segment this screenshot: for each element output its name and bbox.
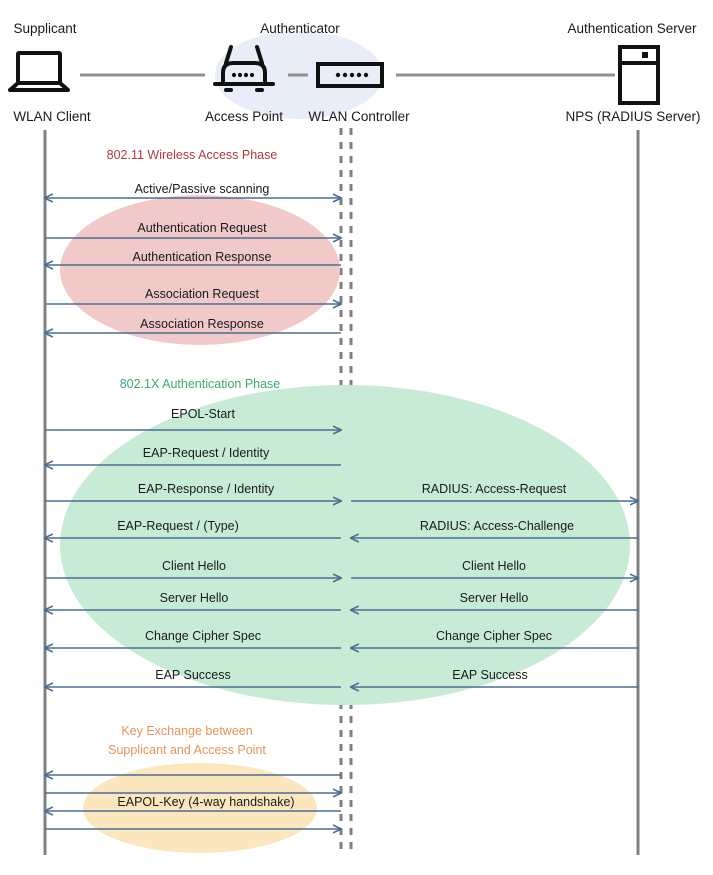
phase-label-wireless-access: 802.11 Wireless Access Phase — [107, 148, 278, 162]
message-label-authentication-response: Authentication Response — [133, 250, 272, 264]
actor-role-authenticator: Authenticator — [260, 21, 340, 36]
message-label-client-hello-right: Client Hello — [462, 559, 526, 573]
message-label-eapol-start: EPOL-Start — [171, 407, 235, 421]
server-icon — [618, 45, 660, 105]
message-label-authentication-request: Authentication Request — [137, 221, 267, 235]
message-label-client-hello-left: Client Hello — [162, 559, 226, 573]
laptop-icon — [8, 51, 70, 92]
actor-name-wlan-controller: WLAN Controller — [308, 109, 410, 124]
message-label-eap-success-left: EAP Success — [155, 668, 231, 682]
message-label-radius-access-request: RADIUS: Access-Request — [422, 482, 567, 496]
actor-role-supplicant: Supplicant — [13, 21, 76, 36]
phase-ellipse-wireless-access — [60, 195, 340, 345]
message-label-radius-access-challenge: RADIUS: Access-Challenge — [420, 519, 574, 533]
actor-role-authentication-server: Authentication Server — [567, 21, 697, 36]
message-label-eapol-key-4way-handshake: EAPOL-Key (4-way handshake) — [117, 795, 294, 809]
message-label-change-cipher-spec-right: Change Cipher Spec — [436, 629, 552, 643]
message-label-eap-success-right: EAP Success — [452, 668, 528, 682]
message-label-association-request: Association Request — [145, 287, 259, 301]
message-label-active-passive-scanning: Active/Passive scanning — [135, 182, 270, 196]
phase-label-key-exchange-line1: Key Exchange between — [121, 724, 252, 738]
actor-name-nps-radius-server: NPS (RADIUS Server) — [565, 109, 700, 124]
message-label-server-hello-right: Server Hello — [460, 591, 529, 605]
message-label-change-cipher-spec-left: Change Cipher Spec — [145, 629, 261, 643]
phase-ellipse-key-exchange — [83, 763, 317, 853]
message-label-eap-response-identity: EAP-Response / Identity — [138, 482, 275, 496]
message-label-server-hello-left: Server Hello — [160, 591, 229, 605]
phase-label-dot1x-authentication: 802.1X Authentication Phase — [120, 377, 281, 391]
phase-ellipse-dot1x-authentication — [60, 385, 630, 705]
access-point-icon — [213, 45, 275, 92]
wlan-controller-icon — [316, 62, 384, 88]
actor-name-wlan-client: WLAN Client — [13, 109, 91, 124]
message-label-eap-request-type: EAP-Request / (Type) — [117, 519, 239, 533]
message-label-association-response: Association Response — [140, 317, 264, 331]
actor-name-access-point: Access Point — [205, 109, 283, 124]
phase-label-key-exchange-line2: Supplicant and Access Point — [108, 743, 266, 757]
message-label-eap-request-identity: EAP-Request / Identity — [143, 446, 270, 460]
